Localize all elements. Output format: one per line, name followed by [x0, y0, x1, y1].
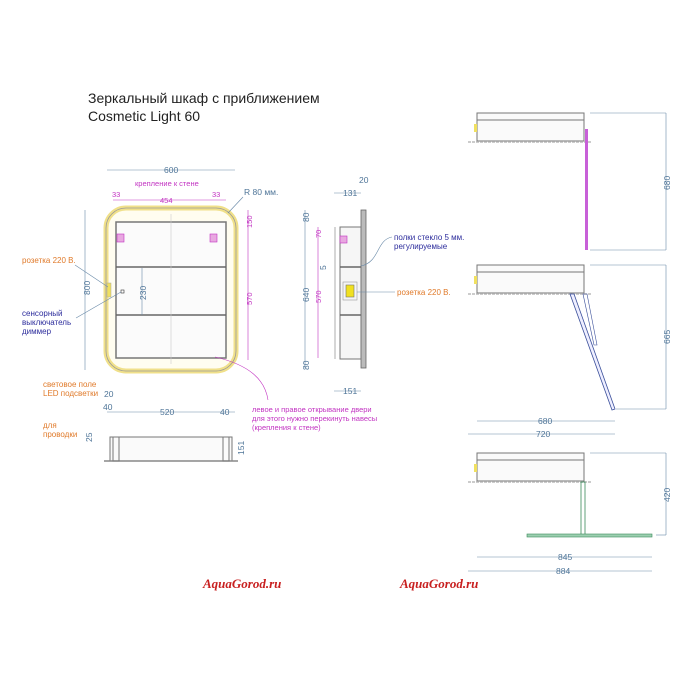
title-line1: Зеркальный шкаф с приближением	[88, 90, 320, 106]
dim-inner-top: 70	[314, 230, 323, 238]
watermark-left: AquaGorod.ru	[202, 576, 281, 591]
title-line2: Cosmetic Light 60	[88, 108, 200, 124]
open-view-flat: 420 845 884	[468, 452, 672, 576]
dim-side-bottom: 80	[301, 360, 311, 370]
dim-bottom-center: 520	[160, 407, 174, 417]
led-label-2: LED подсветки	[43, 389, 98, 398]
watermark-right: AquaGorod.ru	[399, 576, 478, 591]
open-view-tilted: 665 680 720	[468, 264, 672, 439]
dim-inner: 570	[314, 290, 323, 303]
dim-bottom-right: 40	[220, 407, 230, 417]
switch-label-2: выключатель	[22, 318, 71, 327]
dim-open3-total: 884	[556, 566, 570, 576]
dim-bottom-left: 40	[103, 402, 113, 412]
dim-side-depth-bottom: 151	[343, 386, 357, 396]
dim-open2-total: 720	[536, 429, 550, 439]
dim-top-offset: 150	[245, 215, 254, 228]
mount-label: крепление к стене	[135, 179, 199, 188]
wiring-label-1: для	[43, 421, 57, 430]
dim-radius: R 80 мм.	[244, 187, 278, 197]
door-note-2: для этого нужно перекинуть навесы	[252, 414, 377, 423]
door-note-1: левое и правое открывание двери	[252, 405, 372, 414]
dim-mount-right: 33	[212, 190, 220, 199]
front-view: 600 крепление к стене 33 454 33 R 80 мм.…	[22, 165, 377, 432]
shelf-label-2: регулируемые	[394, 242, 448, 251]
socket-label-front: розетка 220 В.	[22, 256, 76, 265]
socket-label-side: розетка 220 В.	[397, 288, 451, 297]
dim-mount-height: 570	[245, 292, 254, 305]
dim-height: 800	[82, 281, 92, 295]
switch-label-1: сенсорный	[22, 309, 63, 318]
dim-bottom-depth: 151	[236, 441, 246, 455]
bottom-view: 40 520 40 151 25 для проводки	[43, 402, 246, 462]
led-label-1: световое поле	[43, 380, 97, 389]
switch-label-3: диммер	[22, 327, 52, 336]
dim-open2-height: 665	[662, 330, 672, 344]
dim-gap: 5	[318, 265, 328, 270]
dim-side-top: 80	[301, 212, 311, 222]
dim-side-depth-top: 131	[343, 188, 357, 198]
dim-glass: 20	[359, 175, 369, 185]
dim-open3-reach: 845	[558, 552, 572, 562]
dim-led-width: 20	[104, 389, 114, 399]
dim-side-total: 640	[301, 288, 311, 302]
dim-shelf-gap: 230	[138, 286, 148, 300]
dim-open1-height: 680	[662, 176, 672, 190]
shelf-label-1: полки стекло 5 мм.	[394, 233, 464, 242]
dim-hole: 25	[84, 432, 94, 442]
dim-open3-height: 420	[662, 488, 672, 502]
door-note-3: (крепления к стене)	[252, 423, 321, 432]
wiring-label-2: проводки	[43, 430, 77, 439]
dim-open2-reach: 680	[538, 416, 552, 426]
open-view-closed: 680	[468, 112, 672, 251]
dim-width: 600	[164, 165, 178, 175]
dim-mount-span: 454	[160, 196, 173, 205]
side-view: 131 20 80 640 80 70 570 5 151 полки стек…	[301, 175, 464, 396]
dim-mount-left: 33	[112, 190, 120, 199]
